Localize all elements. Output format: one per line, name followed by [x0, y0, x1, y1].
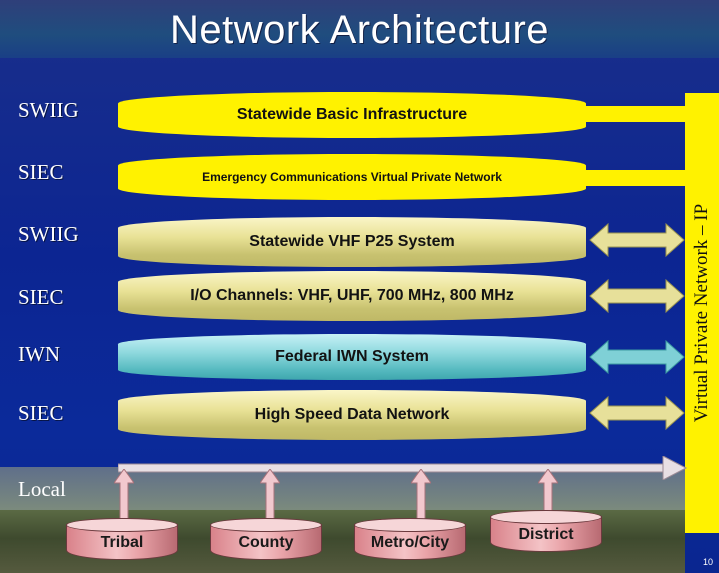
endpoint-county: County: [210, 516, 322, 566]
bar-io-channels: I/O Channels: VHF, UHF, 700 MHz, 800 MHz: [118, 271, 586, 321]
vpn-ip-band: [685, 93, 719, 533]
local-label: Local: [18, 477, 66, 501]
row-label-siec-3: SIEC: [18, 401, 64, 425]
bar-high-speed-data-network: High Speed Data Network: [118, 390, 586, 440]
up-arrow-icon: [114, 469, 134, 521]
double-arrow-icon: [589, 278, 685, 314]
title-band: [0, 0, 719, 58]
row-label-swiig-1: SWIIG: [18, 98, 79, 122]
slide-title: Network Architecture: [169, 8, 550, 52]
vpn-ip-label: Virtual Private Network – IP: [691, 203, 712, 423]
bar-statewide-basic-infrastructure: Statewide Basic Infrastructure: [118, 92, 586, 138]
page-number: 10: [702, 557, 713, 567]
double-arrow-icon: [589, 222, 685, 258]
connector-emergency-vpn: [575, 170, 690, 186]
bar-statewide-vhf-p25: Statewide VHF P25 System: [118, 217, 586, 267]
local-arrow-icon: [118, 456, 688, 480]
endpoint-metro-city: Metro/City: [354, 516, 466, 566]
connector-basic-infrastructure: [575, 106, 690, 122]
bar-federal-iwn-system: Federal IWN System: [118, 334, 586, 380]
up-arrow-icon: [411, 469, 431, 521]
endpoint-tribal: Tribal: [66, 516, 178, 566]
double-arrow-icon: [589, 339, 685, 375]
endpoint-label: Metro/City: [370, 534, 450, 551]
bar-emergency-communications-vpn: Emergency Communications Virtual Private…: [118, 154, 586, 200]
row-label-swiig-2: SWIIG: [18, 222, 79, 246]
row-label-siec-2: SIEC: [18, 285, 64, 309]
endpoint-label: District: [518, 526, 574, 543]
up-arrow-icon: [538, 469, 558, 515]
endpoint-district: District: [490, 508, 602, 558]
row-label-siec-1: SIEC: [18, 160, 64, 184]
up-arrow-icon: [260, 469, 280, 521]
endpoint-label: Tribal: [100, 534, 144, 551]
row-label-iwn: IWN: [18, 342, 60, 366]
endpoint-label: County: [238, 534, 294, 551]
double-arrow-icon: [589, 395, 685, 431]
